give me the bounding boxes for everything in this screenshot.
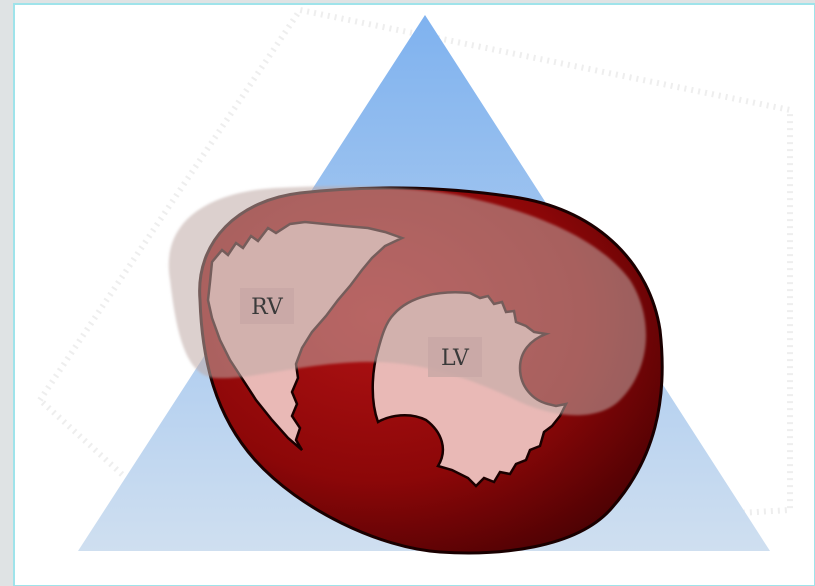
lv-label: LV [428, 337, 482, 377]
translucent-overlay [168, 186, 647, 416]
lv-label-text: LV [441, 346, 470, 371]
rv-label-box [240, 288, 294, 324]
lv-label-box [428, 337, 482, 377]
rv-label-text: RV [251, 295, 284, 320]
rv-label: RV [240, 288, 294, 324]
